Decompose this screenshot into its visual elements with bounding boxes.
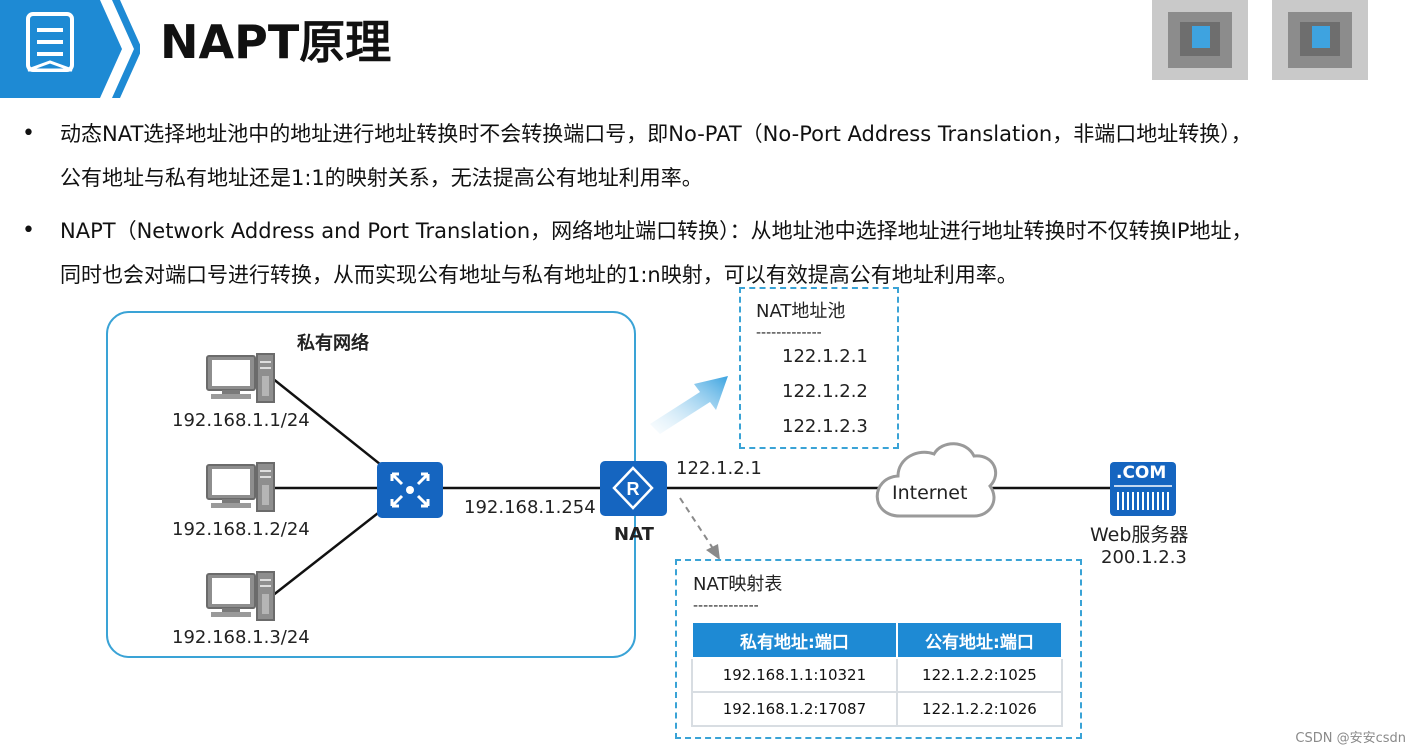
switch-icon bbox=[377, 462, 443, 518]
server-ip: 200.1.2.3 bbox=[1101, 547, 1187, 568]
table-cell: 192.168.1.2:17087 bbox=[691, 691, 898, 727]
pool-divider: ------------- bbox=[756, 325, 822, 341]
nat-address-pool bbox=[739, 287, 899, 449]
router-inside-ip: 192.168.1.254 bbox=[464, 497, 596, 518]
private-network-label: 私有网络 bbox=[297, 333, 369, 354]
bullet-dot: • bbox=[22, 218, 35, 243]
table-row: 192.168.1.2:17087 122.1.2.2:1026 bbox=[691, 691, 1064, 727]
host3-ip: 192.168.1.3/24 bbox=[172, 627, 310, 648]
host-pc-icon bbox=[206, 462, 275, 512]
blurred-logo-left bbox=[1152, 0, 1248, 80]
host-pc-icon bbox=[206, 353, 275, 403]
pool-title: NAT地址池 bbox=[756, 301, 846, 322]
table-cell: 122.1.2.2:1026 bbox=[895, 691, 1064, 727]
mapping-divider: ------------- bbox=[693, 598, 759, 614]
pool-address: 122.1.2.2 bbox=[782, 381, 868, 402]
pool-arrow-icon bbox=[650, 376, 728, 434]
table-row: 192.168.1.1:10321 122.1.2.2:1025 bbox=[691, 657, 1064, 693]
host2-ip: 192.168.1.2/24 bbox=[172, 519, 310, 540]
host-pc-icon bbox=[206, 571, 275, 621]
svg-text:R: R bbox=[627, 479, 640, 499]
page-title: NAPT原理 bbox=[160, 15, 392, 69]
table-header-row: 私有地址:端口 公有地址:端口 bbox=[691, 621, 1064, 659]
bullet-line: 同时也会对端口号进行转换，从而实现公有地址与私有地址的1:n映射，可以有效提高公… bbox=[60, 263, 1018, 287]
column-header: 私有地址:端口 bbox=[691, 621, 898, 659]
watermark: CSDN @安安csdn bbox=[1295, 731, 1406, 746]
blurred-logo-right bbox=[1272, 0, 1368, 80]
mapping-title: NAT映射表 bbox=[693, 574, 783, 595]
host1-ip: 192.168.1.1/24 bbox=[172, 410, 310, 431]
mapping-arrow-icon bbox=[679, 497, 720, 560]
column-header: 公有地址:端口 bbox=[895, 621, 1064, 659]
nat-mapping-table: 私有地址:端口 公有地址:端口 192.168.1.1:10321 122.1.… bbox=[691, 621, 1064, 727]
pool-address: 122.1.2.1 bbox=[782, 346, 868, 367]
pool-address: 122.1.2.3 bbox=[782, 416, 868, 437]
internet-label: Internet bbox=[892, 482, 968, 504]
bullet-line: 动态NAT选择地址池中的地址进行地址转换时不会转换端口号，即No-PAT（No-… bbox=[60, 122, 1252, 146]
bullet-line: 公有地址与私有地址还是1:1的映射关系，无法提高公有地址利用率。 bbox=[60, 166, 703, 190]
bullet-dot: • bbox=[22, 121, 35, 146]
internet-cloud-icon bbox=[875, 442, 997, 518]
table-cell: 192.168.1.1:10321 bbox=[691, 657, 898, 693]
router-icon: R bbox=[600, 461, 667, 516]
header-banner bbox=[0, 0, 142, 98]
bullet-line: NAPT（Network Address and Port Translatio… bbox=[60, 219, 1253, 243]
table-cell: 122.1.2.2:1025 bbox=[895, 657, 1064, 693]
server-badge: .COM bbox=[1116, 463, 1167, 483]
private-network-boundary bbox=[106, 311, 636, 658]
web-server-icon bbox=[1110, 462, 1176, 516]
document-icon bbox=[26, 12, 74, 72]
nat-mapping-panel bbox=[675, 559, 1082, 739]
router-outside-ip: 122.1.2.1 bbox=[676, 458, 762, 479]
router-label: NAT bbox=[614, 524, 654, 545]
server-label: Web服务器 bbox=[1090, 524, 1189, 546]
